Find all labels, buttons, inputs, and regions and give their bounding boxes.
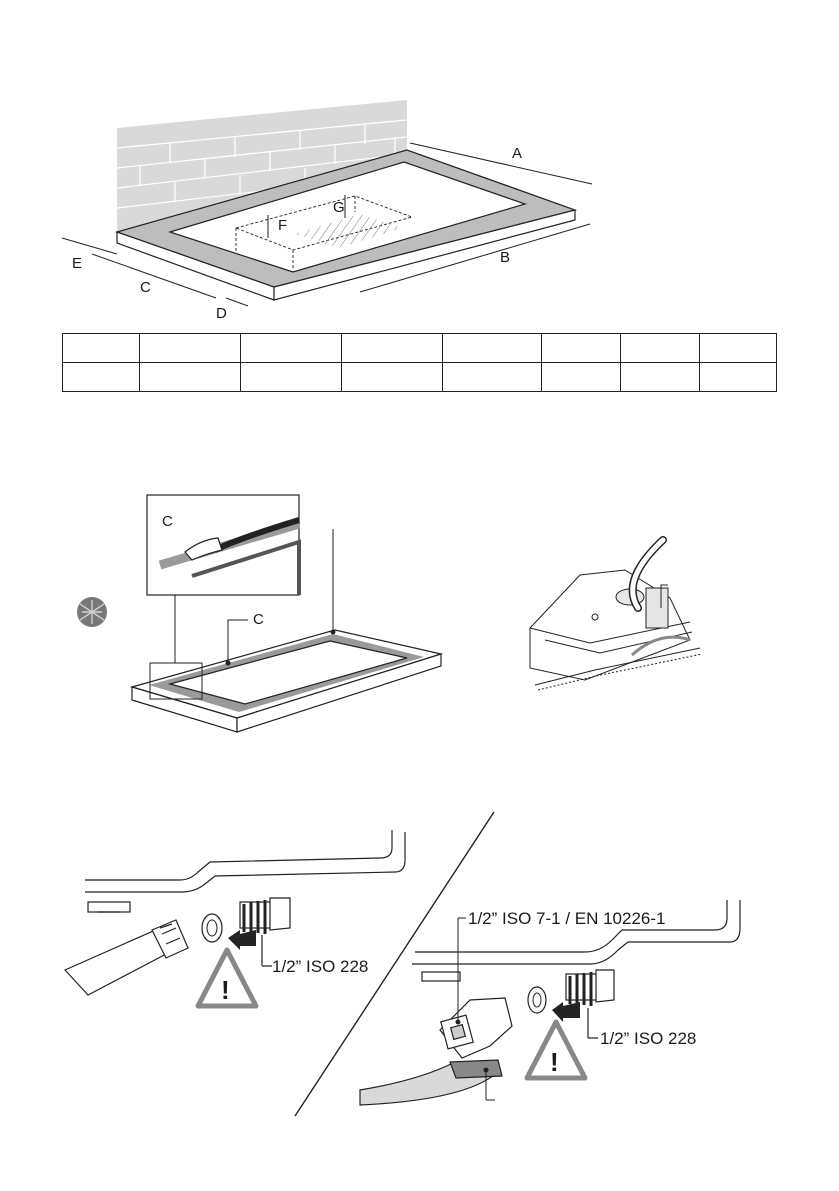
right-top-thread-label: 1/2” ISO 7-1 / EN 10226-1 <box>468 909 666 928</box>
label-a: A <box>512 145 522 162</box>
label-g: G <box>333 199 345 216</box>
elbow-fitting-right <box>359 997 513 1106</box>
table-cell <box>240 333 342 363</box>
dimension-table <box>62 333 777 392</box>
seal-application-diagram: C C <box>77 494 703 733</box>
dimension-labels: A B C D E F G <box>72 145 522 322</box>
left-thread-label: 1/2” ISO 228 <box>272 957 368 976</box>
table-cell <box>341 362 443 392</box>
label-e: E <box>72 255 82 272</box>
table-cell <box>699 333 777 363</box>
table-cell <box>240 362 342 392</box>
threaded-fitting-left <box>239 897 291 967</box>
table-cell <box>541 333 621 363</box>
table-cell <box>62 333 140 363</box>
gas-connection-diagram: 1/2” ISO 228 ! 1/2” ISO 7-1 / EN 10226-1 <box>63 811 741 1117</box>
threaded-fitting-right <box>565 969 615 1039</box>
detail-inset: C <box>146 494 301 596</box>
warning-glyph-right: ! <box>550 1047 559 1077</box>
table-cell <box>620 333 700 363</box>
hose-left <box>63 919 189 996</box>
worktop <box>115 149 578 301</box>
washer-right <box>527 986 547 1014</box>
label-c: C <box>140 279 151 296</box>
table-cell <box>699 362 777 392</box>
table-cell <box>341 333 443 363</box>
arrow-icon <box>228 930 256 950</box>
table-row <box>62 333 777 363</box>
callout-label-c: C <box>253 611 264 628</box>
caution-triangle-icon: ! <box>195 947 259 1009</box>
detail-label-c: C <box>162 513 173 530</box>
label-b: B <box>500 249 510 266</box>
label-d: D <box>216 305 227 322</box>
warning-glyph: ! <box>221 975 230 1005</box>
right-thread-label: 1/2” ISO 228 <box>600 1029 696 1048</box>
hob-body-left <box>85 830 406 913</box>
seal-pattern-icon <box>77 597 107 627</box>
table-row <box>62 362 777 392</box>
caution-triangle-icon-right: ! <box>524 1019 588 1081</box>
label-f: F <box>278 217 287 234</box>
table-cell <box>620 362 700 392</box>
table-cell <box>139 333 241 363</box>
table-cell <box>541 362 621 392</box>
table-cell <box>62 362 140 392</box>
callout-lines <box>227 529 334 663</box>
hob-body-right <box>412 900 741 982</box>
table-cell <box>442 333 542 363</box>
arrow-icon-right <box>552 1002 580 1022</box>
worktop-with-seal <box>129 629 444 733</box>
table-cell <box>442 362 542 392</box>
hob-corner-detail <box>529 536 703 691</box>
cutout-dimensions-diagram: A B C D E F G <box>61 100 593 322</box>
table-cell <box>139 362 241 392</box>
washer-left <box>201 913 223 943</box>
dimension-lines <box>61 142 593 307</box>
